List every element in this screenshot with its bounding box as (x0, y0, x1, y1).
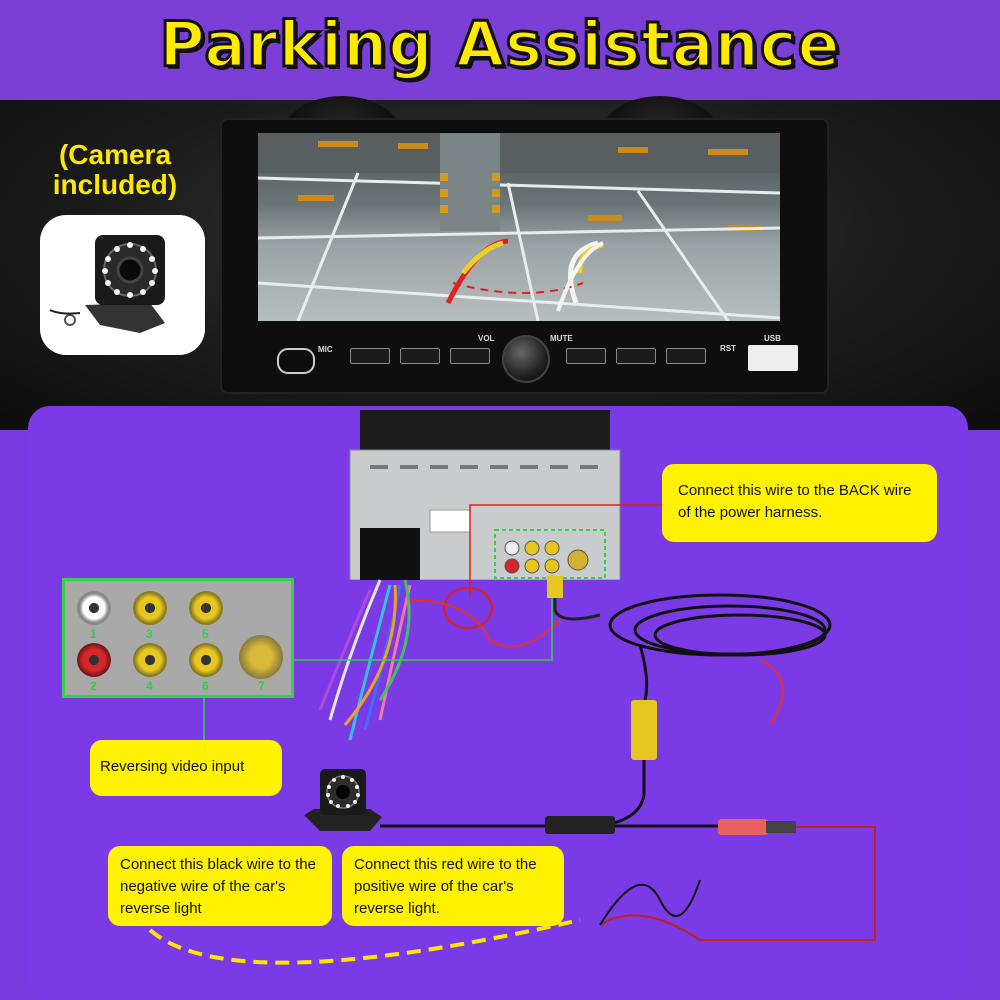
callout-red-wire: Connect this red wire to the positive wi… (342, 846, 564, 926)
mic-label: MIC (318, 345, 333, 354)
play-button[interactable] (400, 348, 440, 364)
rca-number-2: 2 (90, 679, 97, 693)
backup-camera-icon (49, 235, 165, 333)
header-banner (0, 0, 1000, 100)
radio-chassis-rear (340, 410, 630, 581)
rca-number-5: 5 (202, 627, 209, 641)
callout-video-input: Reversing video input (90, 740, 282, 796)
rca-port-5 (189, 591, 223, 625)
rca-port-1 (77, 591, 111, 625)
usb-port (748, 345, 798, 371)
back-wire-highlight (443, 587, 493, 629)
volume-knob[interactable] (502, 335, 550, 383)
rca-port-2 (77, 643, 111, 677)
type-c-port (277, 348, 315, 374)
preset-button-2[interactable] (616, 348, 656, 364)
menu-button[interactable] (350, 348, 390, 364)
rca-number-6: 6 (202, 679, 209, 693)
rca-ports-closeup: 1 2 3 4 5 6 7 (62, 578, 294, 698)
preset-button-3[interactable] (666, 348, 706, 364)
back-button[interactable] (450, 348, 490, 364)
rca-number-4: 4 (146, 679, 153, 693)
mute-label: MUTE (550, 334, 573, 343)
dashed-guide-line (148, 918, 581, 965)
vol-label: VOL (478, 334, 495, 343)
rca-number-1: 1 (90, 627, 97, 641)
rca-port-3 (133, 591, 167, 625)
backup-camera-small-icon (304, 769, 382, 831)
callout-back-wire: Connect this wire to the BACK wire of th… (662, 464, 937, 542)
parking-view-graphic (258, 133, 780, 321)
preset-button-1[interactable] (566, 348, 606, 364)
camera-note-line2: included) (52, 169, 178, 200)
callout-black-wire: Connect this black wire to the negative … (108, 846, 332, 926)
head-unit-buttons: MIC VOL MUTE RST USB (258, 330, 810, 380)
usb-label: USB (764, 334, 781, 343)
camera-included-note: (Camera included) (30, 140, 200, 200)
video-input-port-7 (239, 635, 283, 679)
camera-note-line1: (Camera (58, 139, 172, 170)
reverse-camera-screen (258, 133, 780, 321)
page-title: Parking Assistance (158, 7, 841, 83)
chassis-icon (349, 410, 621, 581)
rca-number-7: 7 (258, 679, 265, 693)
rca-port-6 (189, 643, 223, 677)
rst-label: RST (720, 344, 736, 353)
rca-port-4 (133, 643, 167, 677)
rca-number-3: 3 (146, 627, 153, 641)
camera-photo (40, 215, 205, 355)
